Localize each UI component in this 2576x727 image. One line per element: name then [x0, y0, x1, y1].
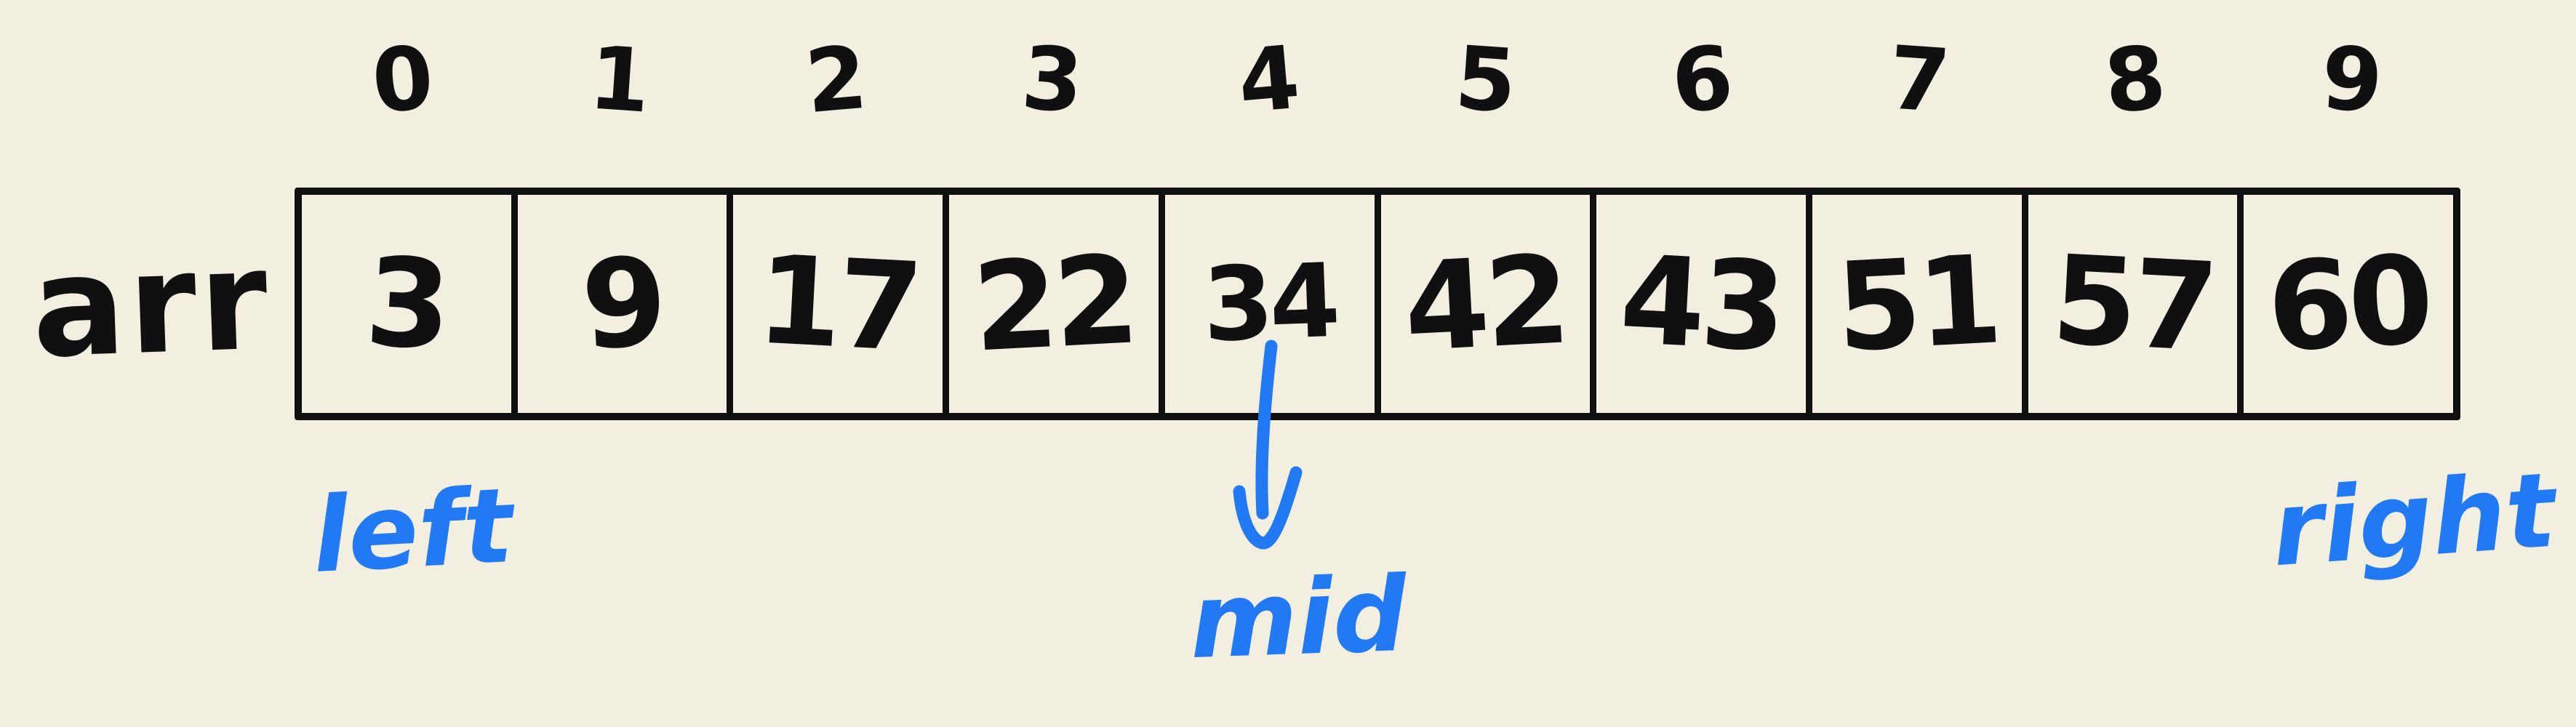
index-label-8: 8 [2100, 27, 2170, 134]
array-cell-3: 22 [949, 195, 1165, 413]
mid-pointer-label: mid [1188, 554, 1409, 683]
index-row: 0 1 2 3 4 5 6 7 8 9 [295, 12, 2460, 150]
right-pointer-label: right [2268, 450, 2559, 590]
index-label-0: 0 [368, 27, 438, 134]
array-cell-5: 42 [1381, 195, 1597, 413]
index-label-4: 4 [1234, 27, 1304, 134]
array-cell-0: 3 [302, 195, 518, 413]
index-label-6: 6 [1667, 27, 1737, 134]
cell-value-0: 3 [362, 230, 451, 377]
cell-value-7: 51 [1832, 228, 2001, 379]
mid-arrow-down-icon [1233, 340, 1303, 550]
index-label-7: 7 [1885, 28, 1953, 133]
cell-value-8: 57 [2048, 228, 2217, 379]
index-label-5: 5 [1452, 28, 1520, 133]
index-label-2: 2 [801, 27, 871, 134]
index-label-1: 1 [585, 28, 654, 133]
cell-value-1: 9 [578, 230, 667, 377]
array-cell-6: 43 [1596, 195, 1812, 413]
array-cell-9: 60 [2244, 195, 2453, 413]
cell-value-6: 43 [1617, 228, 1785, 379]
cell-value-3: 22 [969, 228, 1138, 379]
array-cell-7: 51 [1812, 195, 2028, 413]
array-name-label: arr [29, 220, 273, 389]
array-box: 3 9 17 22 34 42 43 51 57 60 [295, 188, 2460, 420]
index-label-3: 3 [1018, 28, 1087, 133]
array-cell-2: 17 [733, 195, 950, 413]
cell-value-2: 17 [753, 228, 923, 379]
array-cell-1: 9 [518, 195, 734, 413]
left-pointer-label: left [309, 465, 516, 597]
cell-value-9: 60 [2264, 228, 2433, 379]
array-cell-8: 57 [2028, 195, 2244, 413]
array-cell-4: 34 [1165, 195, 1381, 413]
cell-value-5: 42 [1401, 228, 1570, 379]
index-label-9: 9 [2318, 28, 2386, 133]
